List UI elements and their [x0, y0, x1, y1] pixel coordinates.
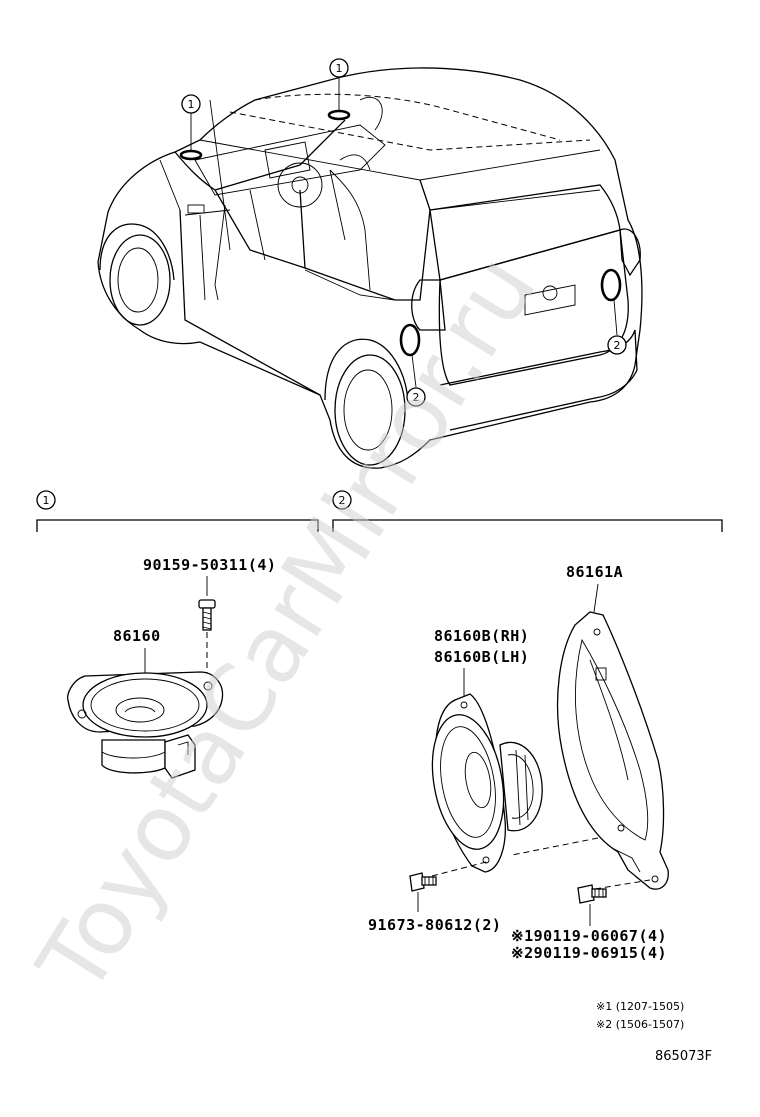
callout-2-right: 2 — [607, 335, 627, 355]
part-label-86160b-lh: 86160B(LH) — [434, 648, 529, 666]
callout-1-top-label: 1 — [336, 62, 343, 75]
group-1-marker: 1 — [43, 494, 50, 507]
note-1: ※1 (1207-1505) — [596, 1000, 684, 1013]
speaker-86160b — [431, 693, 543, 873]
callout-1-top: 1 — [329, 58, 349, 78]
screw-91673-80612 — [409, 872, 437, 892]
group-2-marker: 2 — [339, 494, 346, 507]
callout-2-left: 2 — [406, 387, 426, 407]
part-label-86161a: 86161A — [566, 563, 623, 581]
part-label-90159-50311: 90159-50311(4) — [143, 556, 276, 574]
bracket-86161a — [556, 611, 669, 890]
bolt-90119 — [577, 884, 607, 904]
watermark: ToyotaCarMirror.ru — [17, 237, 557, 1012]
callout-2-left-label: 2 — [413, 391, 420, 404]
part-label-86160b-rh: 86160B(RH) — [434, 627, 529, 645]
note-2: ※2 (1506-1507) — [596, 1018, 684, 1031]
vehicle-illustration — [97, 67, 643, 469]
part-label-91673-80612: 91673-80612(2) — [368, 916, 501, 934]
callout-1-left: 1 — [181, 94, 201, 114]
callout-1-left-label: 1 — [188, 98, 195, 111]
group-1-header: 1 — [36, 490, 319, 532]
callout-leaders — [190, 76, 618, 388]
callout-2-right-label: 2 — [614, 339, 621, 352]
part-label-86160: 86160 — [113, 627, 161, 645]
screw-90159-50311 — [198, 599, 216, 631]
speaker-86160 — [66, 671, 224, 779]
diagram-code: 865073F — [655, 1049, 712, 1064]
part-label-90119-06915: ※290119-06915(4) — [511, 944, 667, 962]
part-label-90119-06067: ※190119-06067(4) — [511, 927, 667, 945]
group-2-header: 2 — [332, 490, 723, 532]
